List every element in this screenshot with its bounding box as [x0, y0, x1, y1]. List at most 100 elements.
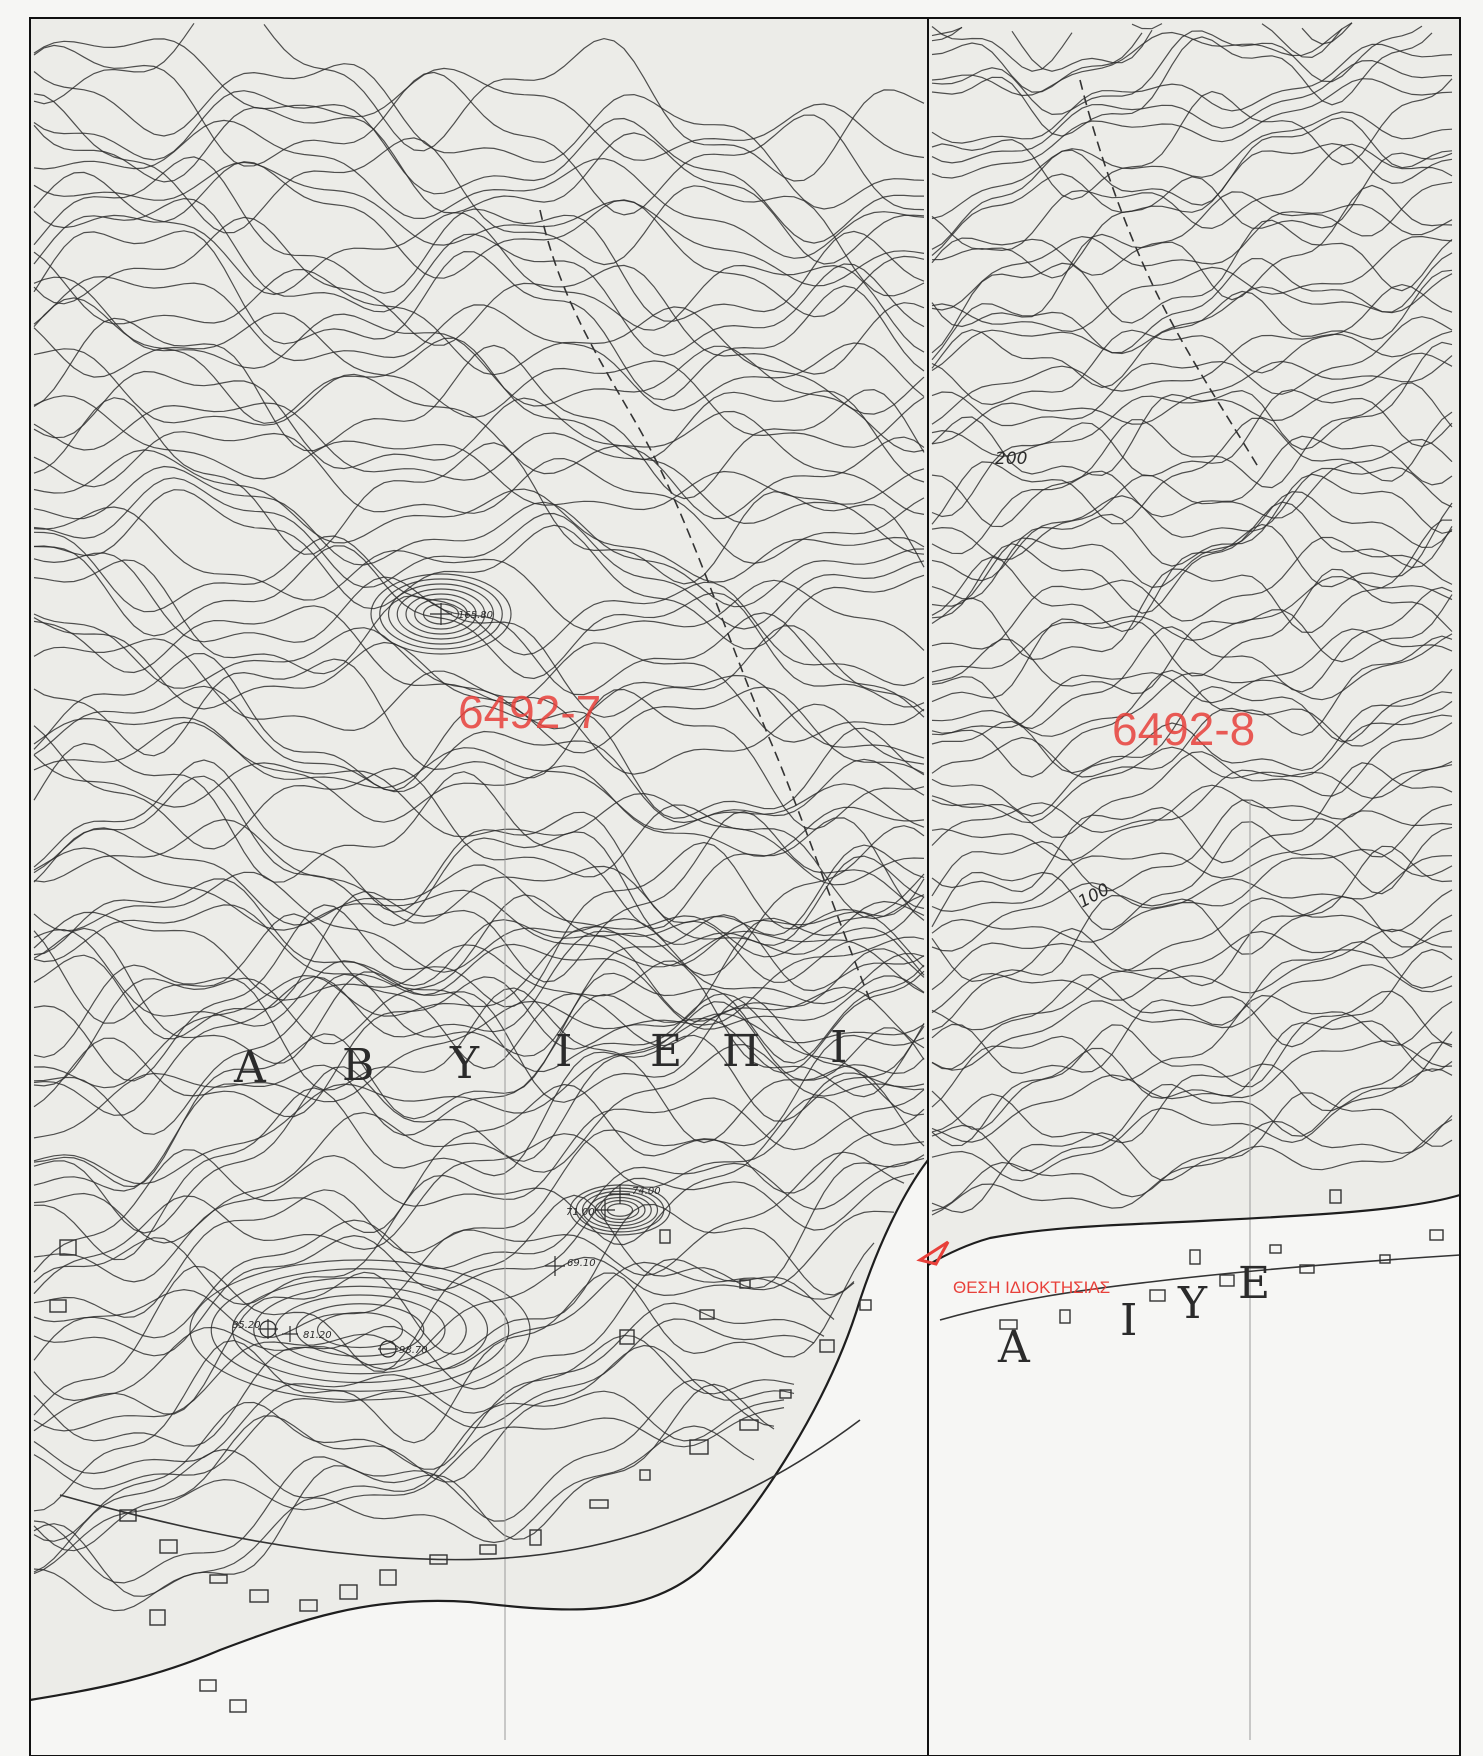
contour-ring	[189, 1259, 531, 1401]
contour-line	[33, 275, 925, 412]
contour-line	[931, 355, 1453, 445]
contour-line	[931, 714, 1453, 824]
building	[479, 1544, 497, 1555]
grid-lines	[504, 760, 1251, 1740]
contour-line	[931, 1020, 1453, 1147]
contour-line	[931, 799, 1453, 897]
contour-line	[931, 568, 1453, 703]
contour-line	[931, 536, 1453, 650]
building	[229, 1699, 247, 1713]
toponym-letter: Ε	[650, 1026, 682, 1077]
building	[1299, 1264, 1315, 1274]
toponym-left: Α Β Υ Ι Ε Π Ι	[233, 1022, 847, 1093]
toponym-letter: Π	[722, 1026, 760, 1077]
contour-line	[931, 219, 1453, 354]
property-marker-label: ΘΕΣΗ ΙΔΙΟΚΤΗΣΙΑΣ	[953, 1278, 1110, 1297]
contour-line	[931, 330, 1453, 425]
building	[339, 1584, 358, 1600]
contour-line	[931, 252, 1453, 361]
contour-line	[33, 397, 925, 585]
toponym-letter: Ι	[830, 1022, 847, 1073]
contour-line	[33, 22, 925, 182]
contour-line	[33, 1318, 815, 1490]
building	[1059, 1309, 1071, 1324]
contour-line	[33, 216, 925, 375]
contour-line	[33, 742, 925, 930]
contour-line	[931, 273, 1453, 372]
contour-line	[931, 435, 1453, 555]
contour-line	[33, 775, 925, 946]
building	[199, 1679, 217, 1692]
contour-line	[931, 990, 1453, 1130]
contour-line	[931, 994, 1453, 1108]
contour-line	[33, 638, 925, 775]
contour-line	[33, 1023, 925, 1261]
contour-line	[33, 44, 925, 216]
contour-line	[33, 297, 925, 483]
contour-line	[33, 312, 925, 448]
contour-lines	[33, 22, 1453, 1612]
contour-line	[931, 761, 1453, 861]
toponym-letter: Ι	[555, 1026, 572, 1077]
contour-line	[33, 395, 925, 555]
contour-line	[33, 465, 925, 608]
contour-line	[931, 940, 1453, 1070]
contour-line	[33, 531, 925, 687]
building	[49, 1299, 67, 1313]
contour-line	[33, 1151, 905, 1361]
contour-ring	[231, 1276, 489, 1384]
contour-line	[33, 917, 925, 1118]
contour-ring	[370, 573, 512, 655]
contour-line	[931, 59, 1452, 164]
contour-line	[931, 895, 1453, 1031]
contour-line	[931, 382, 1453, 528]
contour-line	[33, 1096, 925, 1306]
building	[209, 1574, 228, 1584]
contour-line	[33, 251, 925, 415]
spot-height-label: 71.00	[566, 1207, 595, 1218]
contour-ring	[414, 598, 468, 630]
toponym-letter: Α	[997, 1322, 1031, 1373]
contour-line	[931, 845, 1453, 983]
contour-line	[33, 348, 925, 515]
contour-line	[33, 716, 925, 831]
building	[159, 1539, 178, 1554]
spot-height-label: 98.70	[399, 1345, 428, 1356]
contour-line	[931, 633, 1453, 737]
contour-line	[33, 506, 925, 651]
contour-line	[33, 1072, 925, 1295]
contour-line	[33, 1157, 925, 1339]
contour-label-200: 200	[995, 449, 1027, 469]
spot-height-label: 74.00	[632, 1186, 661, 1197]
building	[819, 1339, 835, 1353]
contour-line	[33, 552, 925, 718]
building	[1329, 1189, 1342, 1204]
contour-line	[33, 1089, 925, 1283]
building	[59, 1239, 77, 1256]
sheet-id-right: 6492-8	[1112, 703, 1255, 755]
building	[1379, 1254, 1391, 1264]
building	[739, 1279, 751, 1289]
sheet-frame	[29, 17, 1461, 1756]
contour-line	[931, 411, 1453, 525]
contour-line	[931, 184, 1453, 328]
contour-line	[931, 594, 1453, 695]
contour-line	[931, 111, 1453, 220]
contour-ring	[379, 578, 503, 650]
contour-ring	[396, 588, 486, 640]
contour-ring	[387, 583, 495, 645]
contour-line	[931, 764, 1453, 846]
contour-line	[931, 117, 1453, 250]
contour-line	[931, 1031, 1453, 1144]
building	[1429, 1229, 1444, 1241]
contour-line	[33, 431, 925, 565]
contour-line	[33, 825, 925, 1087]
contour-line	[33, 276, 925, 453]
contour-line	[33, 402, 925, 525]
contour-line	[33, 759, 925, 937]
contour-line	[33, 161, 925, 287]
contour-line	[33, 161, 925, 318]
contour-line	[931, 23, 1343, 93]
contour-line	[33, 1172, 915, 1357]
building	[739, 1419, 759, 1431]
